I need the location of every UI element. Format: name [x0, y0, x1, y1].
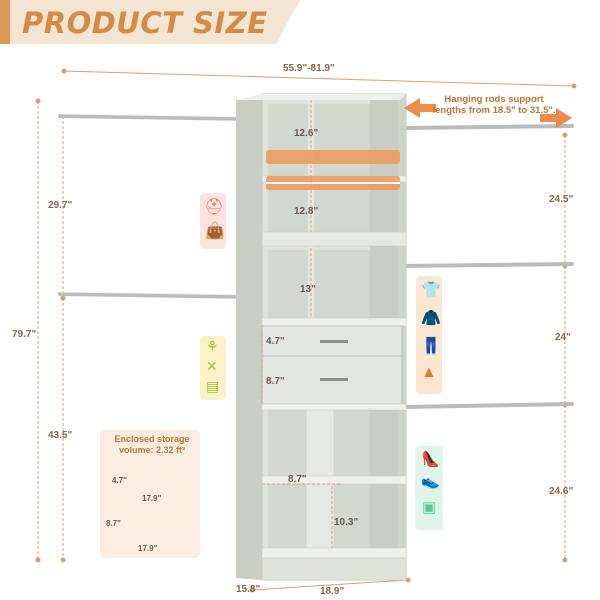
section-height-label: 13"	[300, 284, 316, 295]
right-low-height-label: 24.6"	[549, 486, 574, 497]
left-upper-height-label: 29.7"	[48, 200, 73, 211]
folded-clothes-icon: ▤	[206, 378, 220, 394]
storage-small-height: 4.7"	[112, 476, 127, 485]
accessories-icon-box: ⛑ 👜	[200, 193, 226, 249]
shirt-icon: 👕	[421, 282, 441, 299]
high-heel-icon: 👠	[421, 451, 440, 468]
page-title: PRODUCT SIZE	[22, 6, 268, 40]
storage-large-height: 8.7"	[106, 519, 121, 528]
base-width-label: 18.9"	[320, 586, 345, 597]
hat-icon: ⛑	[204, 199, 225, 216]
pants-icon: 👖	[421, 338, 441, 355]
shoebox-icon: ▣	[422, 499, 437, 516]
storage-title: Enclosed storage volume: 2.32 ft³	[114, 434, 190, 455]
adjustable-rod-highlight	[266, 150, 400, 190]
clothing-icon-box: 👕 🧥 👖 ▲	[416, 276, 442, 394]
hanging-rods-note: Hanging rods support lengths from 18.5" …	[432, 94, 556, 116]
storage-info-box	[100, 430, 200, 558]
total-width-label: 55.9"-81.9"	[283, 63, 335, 74]
cube-width-label: 10.3"	[334, 517, 359, 528]
right-top-height-label: 24.5"	[549, 194, 574, 205]
drawer-small-label: 4.7"	[266, 336, 285, 347]
storage-large-width: 17.9"	[138, 544, 158, 553]
shoes-icon-box: 👠 👟 ▣	[415, 446, 443, 530]
jacket-icon: 🧥	[421, 310, 441, 327]
small-drawer-handle	[320, 340, 348, 343]
right-mid-height-label: 24"	[555, 332, 571, 343]
shelf-width-mid-label: 12.8"	[294, 206, 319, 217]
socks-icon: ✕	[206, 358, 218, 374]
cabinet	[236, 93, 407, 581]
total-width-line	[63, 70, 575, 87]
shelf-width-top-label: 12.6"	[294, 128, 319, 139]
shoe-icon: 👟	[421, 473, 440, 490]
swimwear-icon: ⚘	[206, 338, 219, 354]
right-rods	[402, 124, 574, 409]
depth-label: 15.8"	[236, 584, 261, 595]
storage-small-width: 17.9"	[142, 494, 162, 503]
skirt-icon: ▲	[421, 364, 437, 381]
left-rods	[58, 113, 258, 299]
cube-height-label: 8.7"	[288, 474, 307, 485]
drawer-large-label: 8.7"	[266, 376, 285, 387]
large-drawer-handle	[320, 378, 348, 381]
small-items-icon-box: ⚘ ✕ ▤	[200, 336, 226, 400]
hanging-rod-arrows	[404, 98, 572, 128]
left-total-height-label: 79.7"	[12, 329, 37, 340]
title-accent-bar	[0, 0, 10, 44]
title-banner	[0, 0, 300, 44]
handbag-icon: 👜	[205, 223, 225, 240]
left-lower-height-label: 43.5"	[48, 430, 73, 441]
